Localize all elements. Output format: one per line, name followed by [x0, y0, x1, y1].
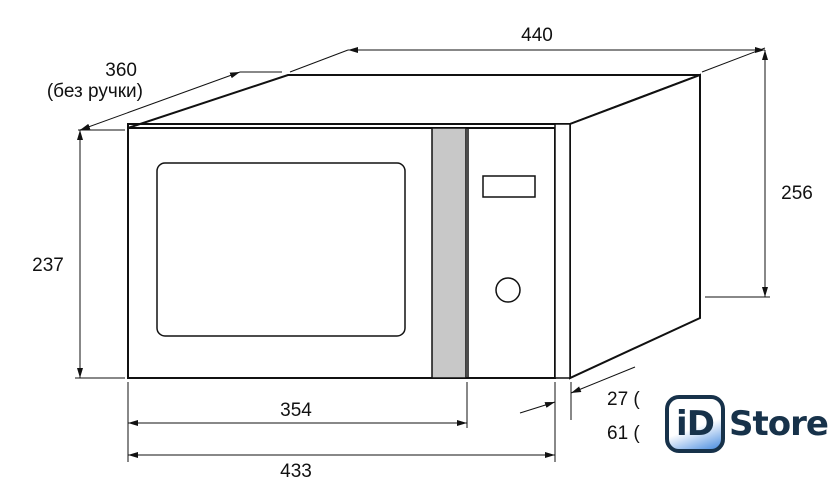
front-panel	[127, 127, 556, 379]
depth-label: 360	[105, 60, 137, 81]
door-width-label: 354	[280, 400, 312, 421]
display	[482, 175, 536, 198]
control-knob	[495, 277, 521, 303]
front-width-label: 433	[280, 461, 312, 482]
logo-text: Store	[729, 404, 829, 444]
door-handle	[431, 127, 467, 379]
height-total-label: 256	[781, 183, 813, 204]
offset-2-label: 61 (	[607, 423, 640, 444]
logo-mark: iD	[665, 395, 725, 453]
height-front-label: 237	[32, 255, 64, 276]
door-window	[156, 162, 406, 337]
offset-1-label: 27 (	[607, 389, 640, 410]
microwave-body	[127, 73, 701, 380]
depth-note-label: (без ручки)	[47, 81, 143, 102]
dimension-lines	[75, 47, 770, 462]
width-total-label: 440	[521, 25, 553, 46]
idstore-logo: iD Store	[665, 395, 829, 453]
